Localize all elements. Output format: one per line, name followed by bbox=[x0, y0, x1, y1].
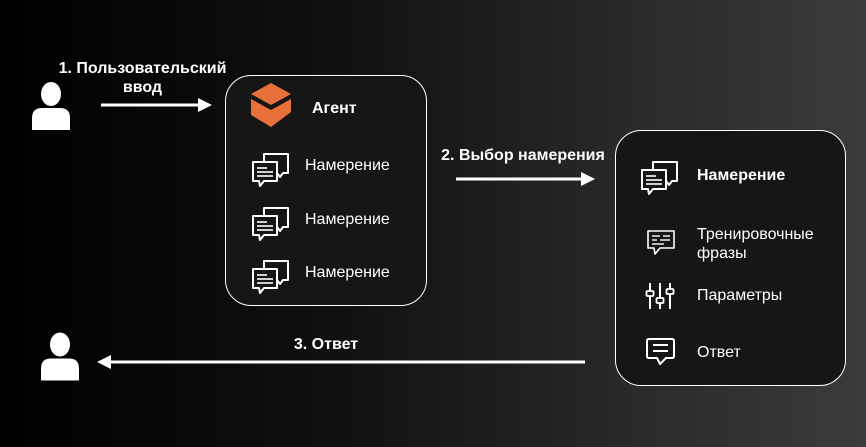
arrow-user-to-agent bbox=[101, 98, 212, 112]
arrow-response-to-user bbox=[97, 355, 585, 369]
step-1-line-2: ввод bbox=[122, 79, 163, 96]
user-icon bbox=[32, 82, 70, 130]
agent-intent-2: Намерение bbox=[305, 211, 390, 228]
chat-bubbles-icon bbox=[641, 161, 678, 195]
step-2-label: 2. Выбор намерения bbox=[441, 147, 605, 164]
step-1-label: 1. Пользовательский ввод bbox=[55, 59, 230, 97]
agent-intent-3: Намерение bbox=[305, 264, 390, 281]
agent-intent-1: Намерение bbox=[305, 157, 390, 174]
intent-detail-title: Намерение bbox=[697, 167, 786, 184]
response-bubble-icon bbox=[646, 338, 675, 365]
training-phrases-icon bbox=[647, 230, 675, 255]
parameters-label: Параметры bbox=[697, 287, 783, 304]
step-3-label: 3. Ответ bbox=[293, 336, 359, 353]
agent-logo-icon bbox=[251, 83, 291, 127]
agent-title: Агент bbox=[312, 100, 357, 117]
parameters-sliders-icon bbox=[645, 283, 675, 309]
step-1-line-1: 1. Пользовательский bbox=[58, 60, 227, 77]
training-phrases-line-2: фразы bbox=[697, 245, 747, 262]
training-phrases-label: Тренировочные фразы bbox=[697, 225, 814, 263]
training-phrases-line-1: Тренировочные bbox=[697, 226, 814, 243]
user-icon bbox=[41, 332, 79, 381]
chat-bubbles-icon bbox=[252, 153, 289, 187]
chat-bubbles-icon bbox=[252, 207, 289, 241]
arrow-agent-to-intent bbox=[456, 172, 595, 186]
response-label: Ответ bbox=[697, 344, 741, 361]
chat-bubbles-icon bbox=[252, 260, 289, 294]
